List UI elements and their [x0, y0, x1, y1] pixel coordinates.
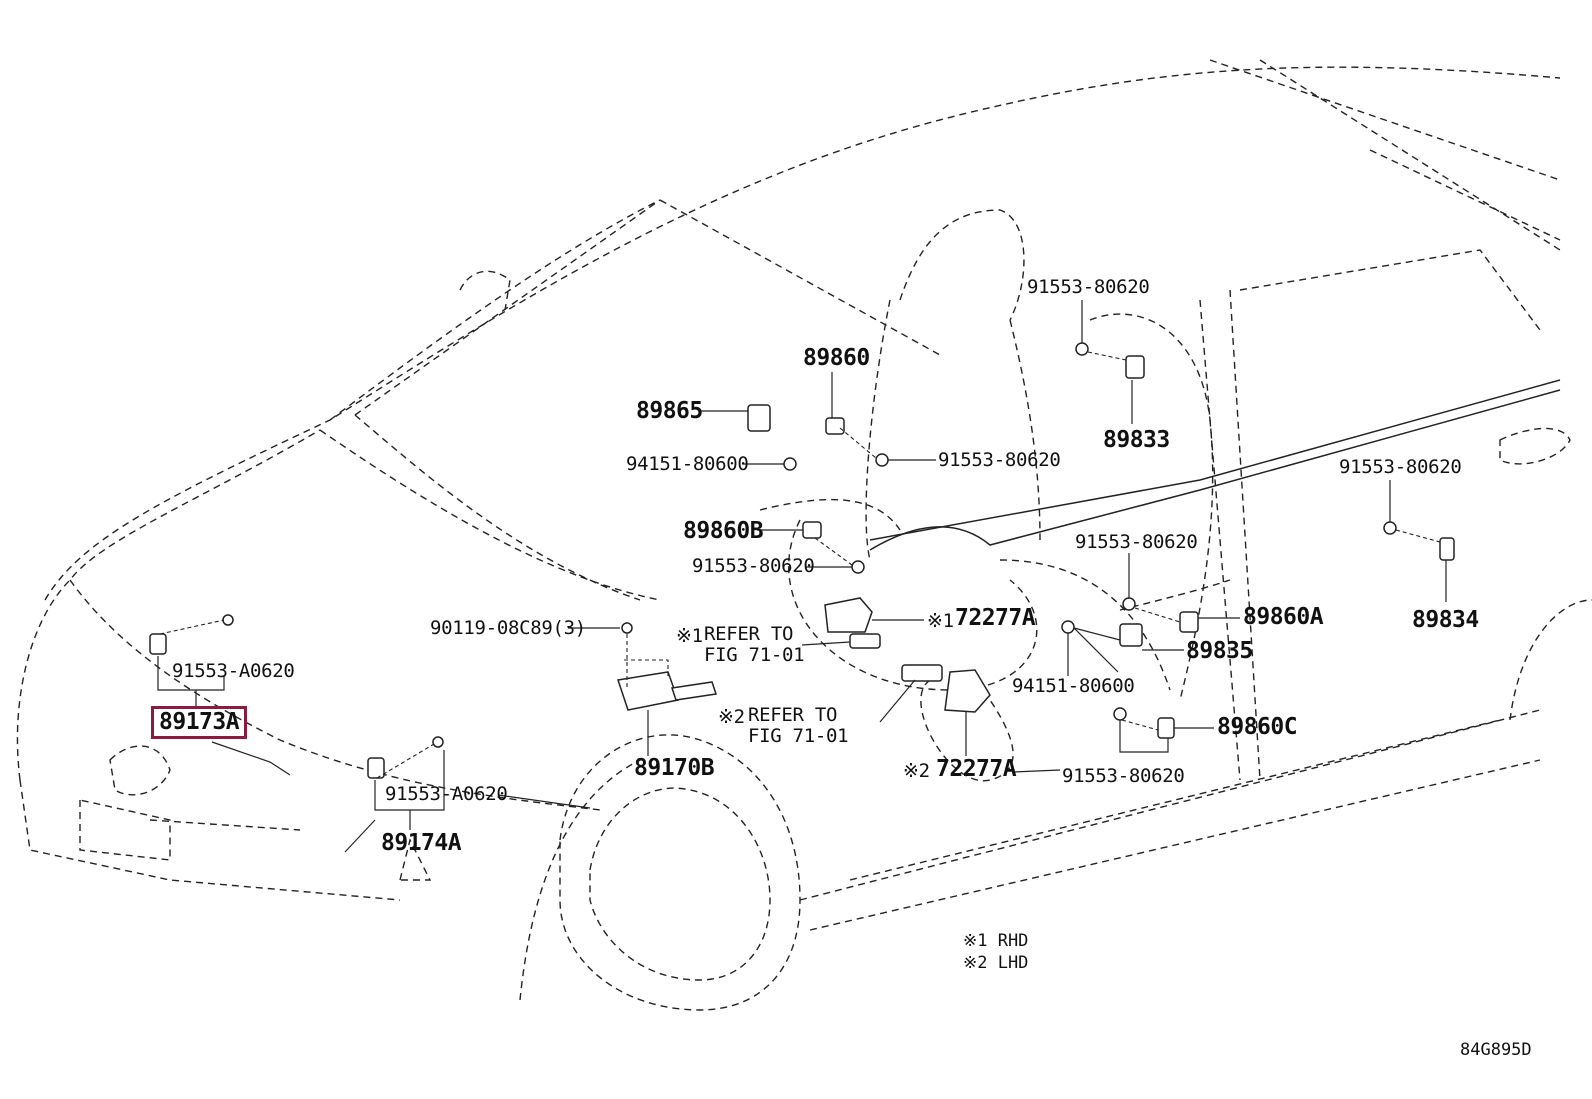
label-91553-a0620-b[interactable]: 91553-A0620	[385, 783, 508, 805]
label-90119-08c89[interactable]: 90119-08C89(3)	[430, 617, 586, 639]
label-89173A-highlighted[interactable]: 89173A	[151, 706, 248, 739]
sensor-89834	[1439, 537, 1455, 561]
mirror	[459, 270, 511, 311]
sensor-89860B	[802, 521, 822, 539]
label-72277A-2[interactable]: 72277A	[936, 756, 1017, 782]
label-91553-a0620-a[interactable]: 91553-A0620	[172, 660, 295, 682]
dashboard-line	[869, 389, 1561, 551]
sensor-89860A	[1179, 611, 1199, 633]
bolt-91553-c	[1122, 597, 1136, 611]
legend-lhd: ※2 LHD	[963, 953, 1029, 973]
door-handle	[1499, 427, 1571, 465]
bolt-91553-a	[875, 453, 889, 467]
headlight	[109, 745, 171, 796]
label-89860B[interactable]: 89860B	[683, 518, 764, 544]
ref2-text-line1[interactable]: REFER TO	[748, 704, 838, 726]
label-89860[interactable]: 89860	[803, 345, 870, 371]
ref2-mark: ※2	[718, 706, 745, 728]
figure-id: 84G895D	[1460, 1040, 1532, 1060]
label-94151-80600-a[interactable]: 94151-80600	[626, 453, 749, 475]
label-91553-80620-a[interactable]: 91553-80620	[938, 449, 1061, 471]
ecu-89170B	[617, 671, 717, 711]
label-89174A[interactable]: 89174A	[381, 830, 462, 856]
nut-94151-b	[1061, 620, 1075, 634]
label-91553-80620-d[interactable]: 91553-80620	[1062, 765, 1185, 787]
ref1-text-line1[interactable]: REFER TO	[704, 623, 794, 645]
connector-ref2	[901, 664, 943, 682]
ref2-text-line2[interactable]: FIG 71-01	[748, 725, 849, 747]
bolt-90119	[621, 622, 633, 634]
label-89860C[interactable]: 89860C	[1217, 714, 1298, 740]
bolt-91553-A0620-b	[432, 736, 444, 748]
ref1-text-line2[interactable]: FIG 71-01	[704, 644, 805, 666]
label-89865[interactable]: 89865	[636, 398, 703, 424]
label-89835[interactable]: 89835	[1186, 638, 1253, 664]
label-89834[interactable]: 89834	[1412, 607, 1479, 633]
connector-ref1	[849, 633, 881, 649]
sensor-89860C	[1157, 717, 1175, 739]
sensor-89174A	[367, 757, 385, 779]
label-89860A[interactable]: 89860A	[1243, 604, 1324, 630]
bolt-91553-right	[1383, 521, 1397, 535]
label-89833[interactable]: 89833	[1103, 427, 1170, 453]
bracket-72277A-2	[944, 669, 991, 713]
bracket-72277A-1	[824, 597, 873, 633]
label-91553-80620-right[interactable]: 91553-80620	[1339, 456, 1462, 478]
sensor-89173A	[149, 633, 167, 655]
label-91553-80620-top[interactable]: 91553-80620	[1027, 276, 1150, 298]
bolt-91553-b	[851, 560, 865, 574]
label-72277A-2-mark: ※2	[903, 760, 930, 782]
seat-back	[899, 209, 1025, 321]
label-91553-80620-b[interactable]: 91553-80620	[692, 555, 815, 577]
roofline	[44, 66, 1561, 601]
front-bumper-line	[16, 429, 321, 781]
label-72277A-1[interactable]: 72277A	[955, 605, 1036, 631]
rocker-line	[799, 709, 1541, 901]
hood-line	[319, 429, 661, 601]
legend-rhd: ※1 RHD	[963, 931, 1029, 951]
label-94151-80600-b[interactable]: 94151-80600	[1012, 675, 1135, 697]
label-89170B[interactable]: 89170B	[634, 755, 715, 781]
label-91553-80620-c[interactable]: 91553-80620	[1075, 531, 1198, 553]
sensor-89833	[1125, 355, 1145, 379]
label-72277A-1-mark: ※1	[927, 610, 954, 632]
nut-94151-a	[783, 457, 797, 471]
sensor-89860	[825, 417, 845, 435]
bolt-91553-d	[1113, 707, 1127, 721]
ref1-mark: ※1	[676, 625, 703, 647]
bolt-91553-top	[1075, 342, 1089, 356]
sensor-89865	[747, 404, 771, 432]
bolt-91553-A0620-a	[222, 614, 234, 626]
sensor-89835	[1119, 623, 1143, 647]
b-pillar	[1199, 299, 1241, 781]
